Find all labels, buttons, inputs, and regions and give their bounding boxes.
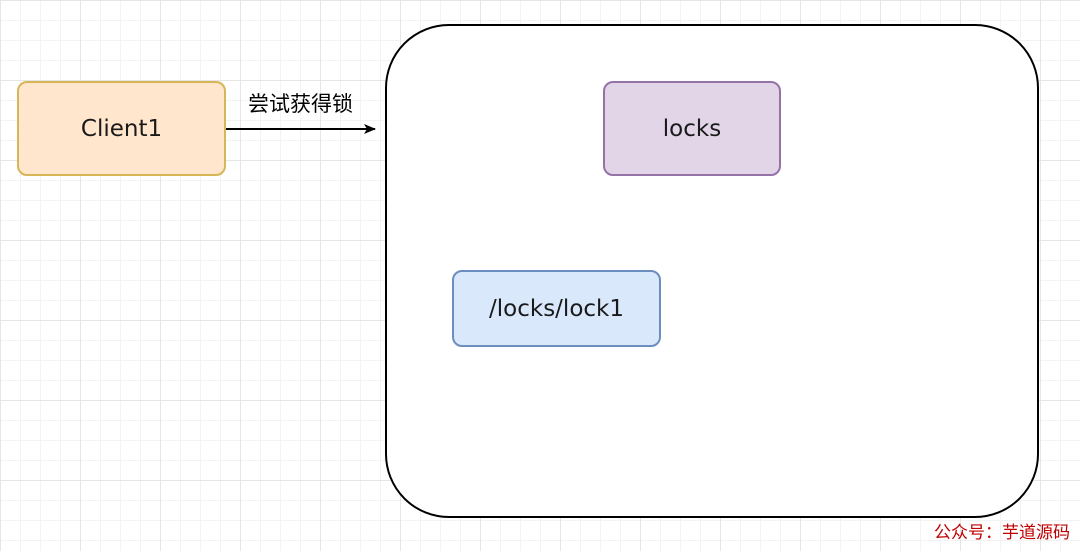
node-lock1-label: /locks/lock1 [489,295,624,322]
node-lock1[interactable]: /locks/lock1 [452,270,661,347]
node-client1-label: Client1 [80,115,163,142]
edge-label-try-acquire-lock: 尝试获得锁 [248,92,353,116]
watermark: 公众号：芋道源码 [934,523,1070,543]
node-locks-label: locks [662,115,722,142]
node-client1[interactable]: Client1 [17,81,226,176]
node-locks[interactable]: locks [603,81,781,176]
